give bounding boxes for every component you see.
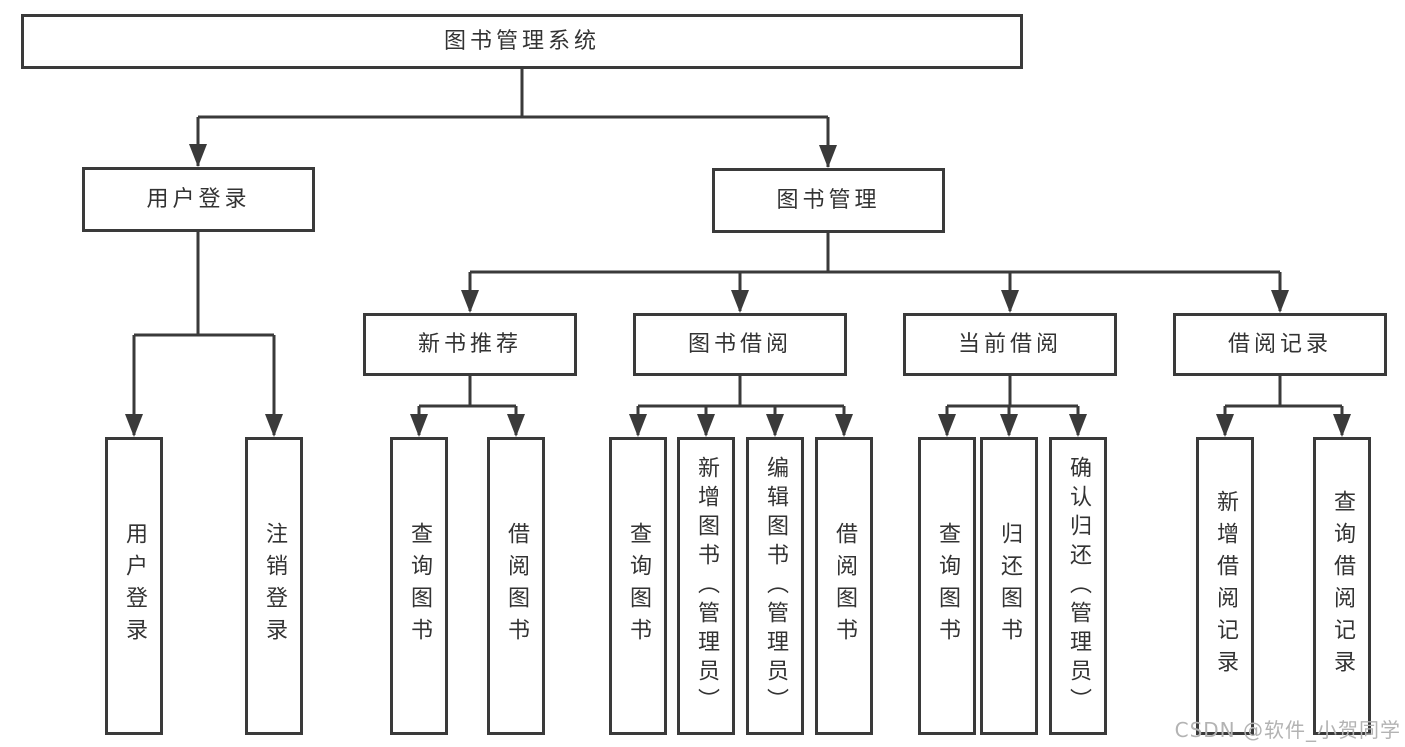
node-user-login-label: 用户登录: [146, 186, 251, 212]
arrowhead-icon: [1000, 414, 1018, 437]
node-book-borrow-label: 图书借阅: [687, 331, 792, 357]
arrowhead-icon: [629, 414, 647, 437]
arrowhead-icon: [731, 290, 749, 313]
connector-bookmgmt-to-level3: [468, 233, 1282, 311]
leaf-query-books-borrow: 查询图书: [609, 437, 667, 735]
node-current-borrow-label: 当前借阅: [957, 331, 1062, 357]
leaf-user-login: 用户登录: [105, 437, 163, 735]
connector-lines: [132, 69, 1344, 435]
arrowheads: [125, 144, 1351, 437]
arrowhead-icon: [265, 414, 283, 437]
node-library-system: 图书管理系统: [21, 14, 1023, 69]
arrowhead-icon: [1216, 414, 1234, 437]
connector-newbook-to-leaves: [417, 376, 518, 435]
leaf-borrow-books-recommend: 借阅图书: [487, 437, 545, 735]
leaf-add-books-admin: 新增图书（管理员）: [677, 437, 735, 735]
connector-bookborrow-to-leaves: [636, 376, 846, 435]
leaf-add-borrow-record: 新增借阅记录: [1196, 437, 1254, 735]
arrowhead-icon: [835, 414, 853, 437]
node-borrow-records-label: 借阅记录: [1227, 331, 1332, 357]
node-book-borrow: 图书借阅: [633, 313, 847, 376]
arrowhead-icon: [189, 144, 207, 167]
connector-borrowrecord-to-leaves: [1223, 376, 1344, 435]
leaf-return-books: 归还图书: [980, 437, 1038, 735]
leaf-edit-books-admin: 编辑图书（管理员）: [746, 437, 804, 735]
arrowhead-icon: [766, 414, 784, 437]
leaf-query-borrow-record: 查询借阅记录: [1313, 437, 1371, 735]
leaf-query-books-recommend: 查询图书: [390, 437, 448, 735]
node-current-borrow: 当前借阅: [903, 313, 1117, 376]
node-user-login: 用户登录: [82, 167, 315, 232]
arrowhead-icon: [125, 414, 143, 437]
node-new-book-recommend-label: 新书推荐: [417, 331, 522, 357]
node-library-system-label: 图书管理系统: [443, 28, 600, 54]
arrowhead-icon: [1069, 414, 1087, 437]
arrowhead-icon: [938, 414, 956, 437]
arrowhead-icon: [507, 414, 525, 437]
node-new-book-recommend: 新书推荐: [363, 313, 577, 376]
arrowhead-icon: [1271, 290, 1289, 313]
arrowhead-icon: [819, 145, 837, 168]
leaf-logout: 注销登录: [245, 437, 303, 735]
node-book-management: 图书管理: [712, 168, 945, 233]
leaf-confirm-return-admin: 确认归还（管理员）: [1049, 437, 1107, 735]
connector-root-to-level2: [196, 69, 830, 167]
csdn-watermark: CSDN @软件_小贺同学: [1174, 718, 1401, 742]
arrowhead-icon: [461, 290, 479, 313]
arrowhead-icon: [1333, 414, 1351, 437]
leaf-borrow-books: 借阅图书: [815, 437, 873, 735]
connector-userlogin-to-leaves: [132, 232, 276, 435]
leaf-query-books-current: 查询图书: [918, 437, 976, 735]
arrowhead-icon: [410, 414, 428, 437]
arrowhead-icon: [1001, 290, 1019, 313]
node-book-management-label: 图书管理: [776, 187, 881, 213]
node-borrow-records: 借阅记录: [1173, 313, 1387, 376]
arrowhead-icon: [697, 414, 715, 437]
